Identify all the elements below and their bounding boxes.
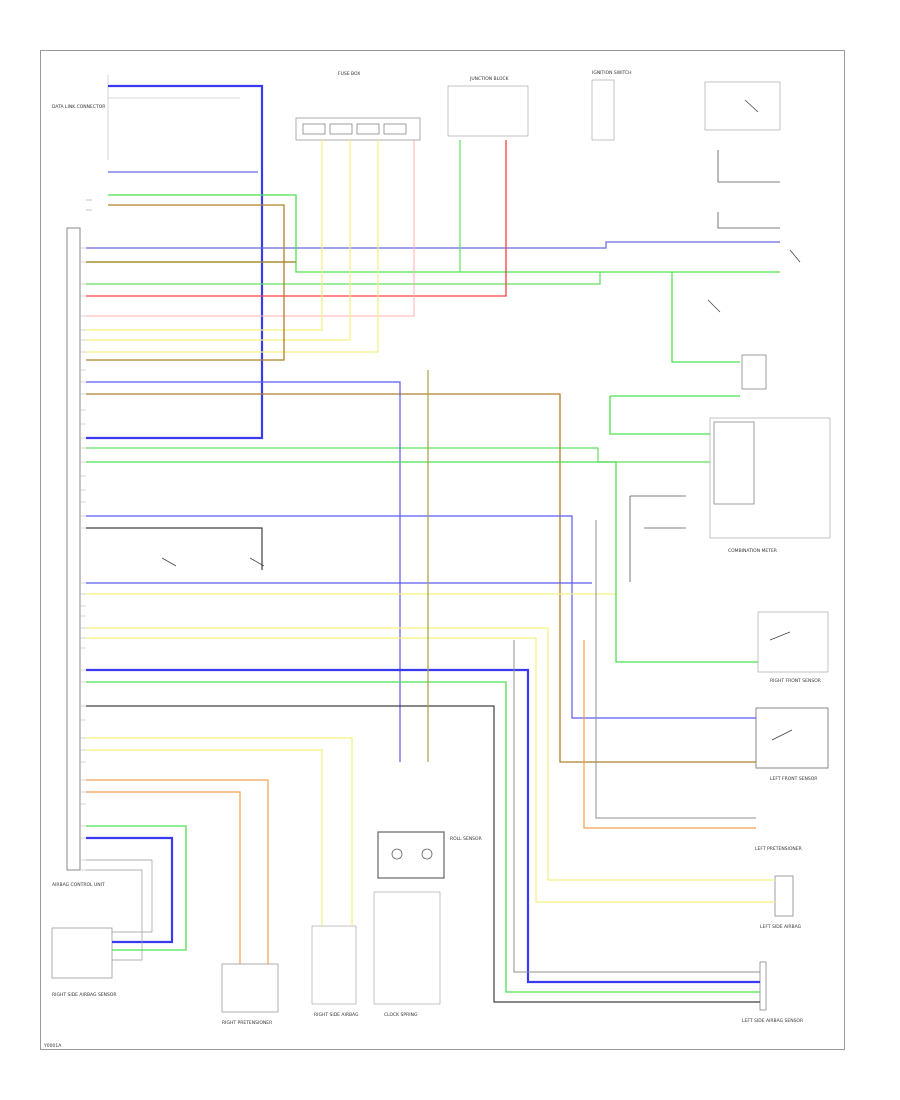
- right-side-sensor-label: RIGHT SIDE AIRBAG SENSOR: [52, 992, 117, 998]
- roll-sensor-box: [377, 831, 445, 879]
- wire-dark-switches: [629, 150, 780, 582]
- wire-orange: [86, 640, 756, 964]
- left-front-sensor-label: LEFT FRONT SENSOR: [770, 776, 817, 782]
- right-front-sensor-label: RIGHT FRONT SENSOR: [770, 678, 821, 684]
- switch-symbols: [161, 99, 801, 741]
- roll-sensor-label: ROLL SENSOR: [450, 836, 482, 842]
- fuse-box-label: FUSE BOX: [338, 71, 360, 77]
- clock-spring-label: CLOCK SPRING: [384, 1012, 418, 1018]
- clock-spring-box: [373, 891, 441, 1005]
- wire-green-bottom: [86, 825, 187, 951]
- wire-blue-mid: [86, 381, 756, 762]
- wire-right-side-leads: [86, 859, 153, 961]
- wire-yellow-mid: [86, 593, 775, 926]
- warning-lamp-box: [713, 421, 755, 505]
- junction-block-outline: [447, 85, 529, 137]
- wire-brown: [86, 204, 756, 763]
- left-front-sensor-box: [755, 707, 829, 769]
- roll-sensor-terminal-1: [391, 848, 403, 860]
- fuse-elements: [302, 123, 407, 135]
- airbag-control-unit-box: [66, 227, 81, 871]
- control-unit-pin-ticks: [80, 247, 86, 871]
- ignition-switch-outline: [591, 79, 615, 141]
- left-side-sensor-label: LEFT SIDE AIRBAG SENSOR: [742, 1018, 803, 1024]
- right-pretensioner-box: [221, 963, 279, 1013]
- ignition-switch-label: IGNITION SWITCH: [592, 70, 632, 76]
- left-side-airbag-label: LEFT SIDE AIRBAG: [760, 924, 802, 930]
- combination-meter-outline: [709, 417, 831, 539]
- data-link-label: DATA LINK CONNECTOR: [52, 104, 105, 110]
- wire-blue-lower-2: [86, 668, 760, 984]
- right-side-sensor-box: [51, 927, 113, 979]
- wire-yellow-top: [86, 140, 379, 353]
- right-front-sensor-box: [757, 611, 829, 673]
- wire-pink: [86, 140, 415, 317]
- left-side-sensor-box: [759, 961, 767, 1011]
- seat-belt-switch-box: [741, 354, 767, 390]
- airbag-control-unit-label: AIRBAG CONTROL UNIT: [52, 882, 105, 888]
- combination-meter-label: COMBINATION METER: [728, 548, 777, 554]
- wire-green-lower: [86, 461, 760, 993]
- top-left-connector: [107, 75, 262, 160]
- wire-blue-bottom: [86, 836, 174, 944]
- wire-green-top: [86, 194, 780, 435]
- right-side-airbag-label: RIGHT SIDE AIRBAG: [314, 1012, 359, 1018]
- wire-gray-light: [513, 520, 760, 973]
- left-side-airbag-box: [774, 875, 794, 917]
- wire-red: [86, 140, 507, 297]
- relay-outline: [704, 81, 781, 131]
- wire-gray-dark: [86, 527, 760, 1003]
- right-pretensioner-label: RIGHT PRETENSIONER: [222, 1020, 272, 1026]
- left-pretensioner-label: LEFT PRETENSIONER: [755, 846, 802, 852]
- wire-green-mid: [86, 140, 710, 463]
- diagram-frame: [40, 50, 845, 1050]
- right-side-airbag-box: [311, 925, 357, 1005]
- roll-sensor-terminal-2: [421, 848, 433, 860]
- junction-block-label: JUNCTION BLOCK: [469, 76, 510, 82]
- pin-label-ticks: [86, 199, 92, 211]
- wire-blue-gray: [86, 171, 780, 249]
- figure-code: Y0001A: [43, 1043, 62, 1049]
- fuse-box-outline: [295, 117, 421, 141]
